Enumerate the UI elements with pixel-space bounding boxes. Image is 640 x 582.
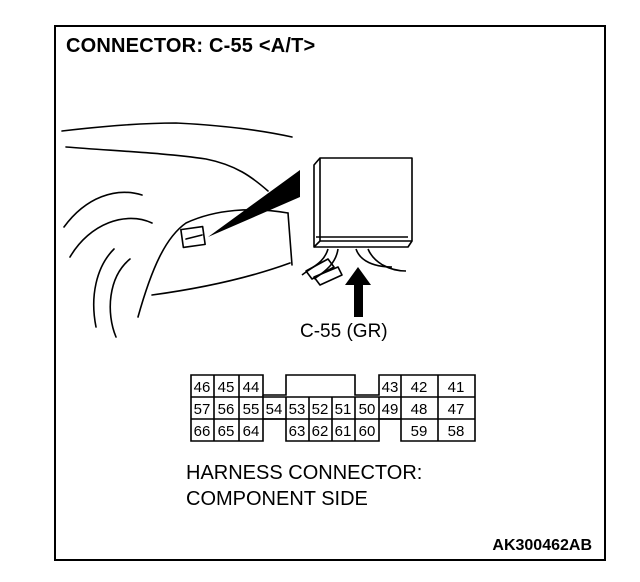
pin-44: 44 <box>243 379 260 396</box>
col-divider <box>213 375 439 441</box>
plug-2 <box>313 266 343 286</box>
pin-55: 55 <box>243 401 260 418</box>
pin-63: 63 <box>289 423 306 440</box>
module-base <box>314 240 413 248</box>
dash-edge <box>287 212 293 266</box>
glovebox-outline <box>151 262 291 296</box>
pin-58: 58 <box>448 423 465 440</box>
pin-61: 61 <box>335 423 352 440</box>
bracket-inner <box>185 234 203 240</box>
module-side <box>313 157 321 248</box>
pin-42: 42 <box>411 379 428 396</box>
pin-66: 66 <box>194 423 211 440</box>
pin-59: 59 <box>411 423 428 440</box>
dash-outline <box>61 122 293 138</box>
steering-curve-4 <box>109 258 131 338</box>
pin-43: 43 <box>382 379 399 396</box>
pin-50: 50 <box>359 401 376 418</box>
pin-48: 48 <box>411 401 428 418</box>
diagram-title: CONNECTOR: C-55 <A/T> <box>66 35 316 57</box>
pin-49: 49 <box>382 401 399 418</box>
steering-curve-3 <box>93 248 115 328</box>
pin-52: 52 <box>312 401 329 418</box>
caption-line-1: HARNESS CONNECTOR: <box>186 462 423 484</box>
diagram-frame: CONNECTOR: C-55 <A/T> <box>54 25 606 561</box>
pin-62: 62 <box>312 423 329 440</box>
pin-41: 41 <box>448 379 465 396</box>
figure-code: AK300462AB <box>492 537 592 554</box>
dash-lower <box>137 209 289 318</box>
pin-51: 51 <box>335 401 352 418</box>
steering-curve-2 <box>69 217 153 258</box>
pin-65: 65 <box>218 423 235 440</box>
dashboard-illustration <box>61 122 413 338</box>
caption-line-2: COMPONENT SIDE <box>186 488 368 510</box>
pin-47: 47 <box>448 401 465 418</box>
pinout-caption: HARNESS CONNECTOR: COMPONENT SIDE <box>186 460 422 512</box>
pin-56: 56 <box>218 401 235 418</box>
pin-46: 46 <box>194 379 211 396</box>
pin-54: 54 <box>266 401 283 418</box>
pointer-arrow <box>345 267 371 317</box>
pin-53: 53 <box>289 401 306 418</box>
plug-1 <box>305 258 335 280</box>
callout-wedge <box>208 170 300 237</box>
bracket-outline <box>180 225 206 249</box>
connector-pinout: 46 45 44 43 42 41 57 56 55 54 53 52 51 5… <box>190 374 476 442</box>
pin-60: 60 <box>359 423 376 440</box>
dash-contour <box>65 146 269 192</box>
pin-64: 64 <box>243 423 260 440</box>
pin-45: 45 <box>218 379 235 396</box>
steering-curve-1 <box>63 191 143 228</box>
pin-57: 57 <box>194 401 211 418</box>
module-box <box>319 157 413 242</box>
connector-callout: C-55 (GR) <box>300 321 388 342</box>
harness-4 <box>367 248 407 272</box>
